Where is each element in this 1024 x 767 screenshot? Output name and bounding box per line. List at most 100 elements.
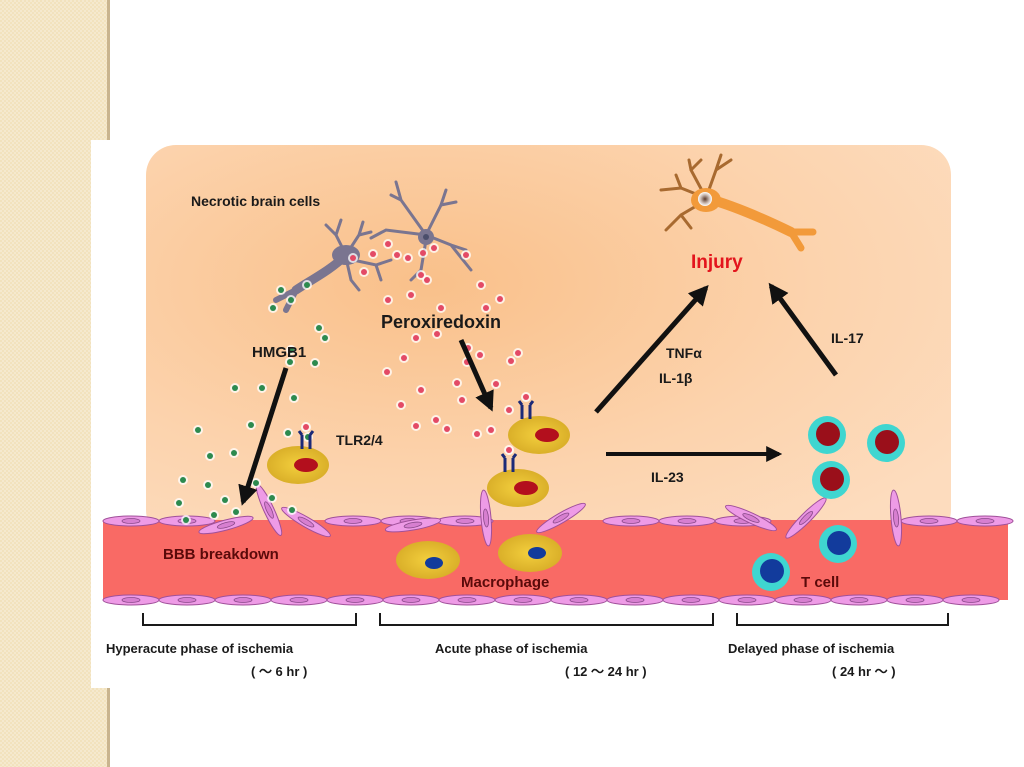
t-cell <box>819 525 857 563</box>
peroxiredoxin-arrow <box>458 338 494 412</box>
hmgb1-particle <box>291 395 297 401</box>
acute-phase-bracket <box>379 613 714 626</box>
peroxiredoxin-particle <box>405 255 411 261</box>
peroxiredoxin-particle <box>424 277 430 283</box>
endothelial-cell <box>886 594 944 606</box>
t-cell <box>808 416 846 454</box>
peroxiredoxin-particle <box>506 407 512 413</box>
peroxiredoxin-particle <box>434 331 440 337</box>
figure-panel: Necrotic brain cells HMGB1 Peroxiredoxin… <box>91 140 1024 688</box>
macrophage-label: Macrophage <box>461 574 549 591</box>
tnf-il1-arrow <box>594 285 709 414</box>
delayed-phase-name: Delayed phase of ischemia <box>728 641 895 656</box>
peroxiredoxin-particle <box>361 269 367 275</box>
endothelial-cell <box>270 594 328 606</box>
hmgb1-particle <box>248 422 254 428</box>
hmgb1-particle <box>322 335 328 341</box>
peroxiredoxin-particle <box>418 387 424 393</box>
peroxiredoxin-particle <box>433 417 439 423</box>
hmgb1-particle <box>176 500 182 506</box>
endothelial-cell <box>102 594 160 606</box>
hmgb1-particle <box>316 325 322 331</box>
brain-tissue-region <box>146 145 951 540</box>
bbb-breakdown-label: BBB breakdown <box>163 546 279 563</box>
hmgb1-particle <box>205 482 211 488</box>
peroxiredoxin-particle <box>398 402 404 408</box>
vessel-wall-bottom <box>102 594 1000 606</box>
endothelial-cell <box>942 594 1000 606</box>
peroxiredoxin-particle <box>508 358 514 364</box>
acute-phase-time: ( 12 ～ 24 hr ) <box>565 664 647 679</box>
peroxiredoxin-particle <box>431 245 437 251</box>
endothelial-cell <box>606 594 664 606</box>
disrupted-endothelial-cell <box>479 489 493 547</box>
injury-label: Injury <box>691 252 743 273</box>
hyperacute-phase-bracket <box>142 613 357 626</box>
il17-arrow <box>768 282 839 377</box>
endothelial-cell <box>326 594 384 606</box>
hmgb1-particle <box>195 427 201 433</box>
hmgb1-particle <box>233 509 239 515</box>
endothelial-cell <box>436 515 494 527</box>
hmgb1-particle <box>232 385 238 391</box>
peroxiredoxin-particle <box>497 296 503 302</box>
necrotic-brain-cell-2 <box>369 180 473 282</box>
endothelial-cell <box>956 515 1014 527</box>
hmgb1-particle <box>211 512 217 518</box>
disrupted-endothelial-cell <box>198 515 254 535</box>
hmgb1-particle <box>207 453 213 459</box>
hmgb1-particle <box>288 297 294 303</box>
endothelial-cell <box>382 594 440 606</box>
peroxiredoxin-particle <box>413 335 419 341</box>
peroxiredoxin-particle <box>488 427 494 433</box>
vessel-macrophage-1 <box>396 541 460 579</box>
t-cells <box>752 416 905 591</box>
peroxiredoxin-particle <box>478 282 484 288</box>
hmgb1-particle <box>287 359 293 365</box>
hmgb1-particle <box>253 480 259 486</box>
peroxiredoxin-particle <box>454 380 460 386</box>
disrupted-endothelial-cell <box>536 502 586 534</box>
peroxiredoxin-particle <box>384 369 390 375</box>
il23-label: IL-23 <box>651 469 684 485</box>
peroxiredoxin-particle <box>385 241 391 247</box>
peroxiredoxin-particle <box>370 251 376 257</box>
endothelial-cell <box>550 594 608 606</box>
disrupted-endothelial-cells <box>198 484 903 547</box>
il1b-label: IL-1β <box>659 370 693 386</box>
peroxiredoxin-particle <box>420 250 426 256</box>
hmgb1-particle <box>270 305 276 311</box>
peroxiredoxin-particle <box>463 252 469 258</box>
endothelial-cell <box>774 594 832 606</box>
peroxiredoxin-particle <box>515 350 521 356</box>
disrupted-endothelial-cell <box>281 506 331 538</box>
endothelial-cell <box>900 515 958 527</box>
hmgb1-particle <box>312 360 318 366</box>
peroxiredoxin-particles <box>348 239 523 439</box>
peroxiredoxin-particle <box>444 426 450 432</box>
peroxiredoxin-particle <box>438 305 444 311</box>
peroxiredoxin-particle <box>477 352 483 358</box>
peroxiredoxin-particle <box>408 292 414 298</box>
endothelial-cell <box>438 594 496 606</box>
peroxiredoxin-particle <box>483 305 489 311</box>
hmgb1-particle <box>180 477 186 483</box>
peroxiredoxin-particle <box>493 381 499 387</box>
delayed-phase-time: ( 24 hr ～ ) <box>832 664 896 679</box>
disrupted-endothelial-cell <box>384 517 442 533</box>
disrupted-endothelial-cell <box>889 489 903 547</box>
acute-phase-name: Acute phase of ischemia <box>435 641 588 656</box>
hmgb1-particle <box>285 430 291 436</box>
hmgb1-particle <box>304 282 310 288</box>
hmgb1-particle <box>231 450 237 456</box>
endothelial-cell <box>214 594 272 606</box>
peroxiredoxin-particle <box>474 431 480 437</box>
peroxiredoxin-particle <box>418 272 424 278</box>
tnfa-label: TNFα <box>666 345 702 361</box>
tlr-receptor-icon <box>500 445 518 472</box>
t-cell <box>867 424 905 462</box>
hmgb1-particle <box>183 517 189 523</box>
peroxiredoxin-particle <box>459 397 465 403</box>
tlr-receptor-icon <box>297 422 315 449</box>
peroxiredoxin-label: Peroxiredoxin <box>381 312 501 332</box>
